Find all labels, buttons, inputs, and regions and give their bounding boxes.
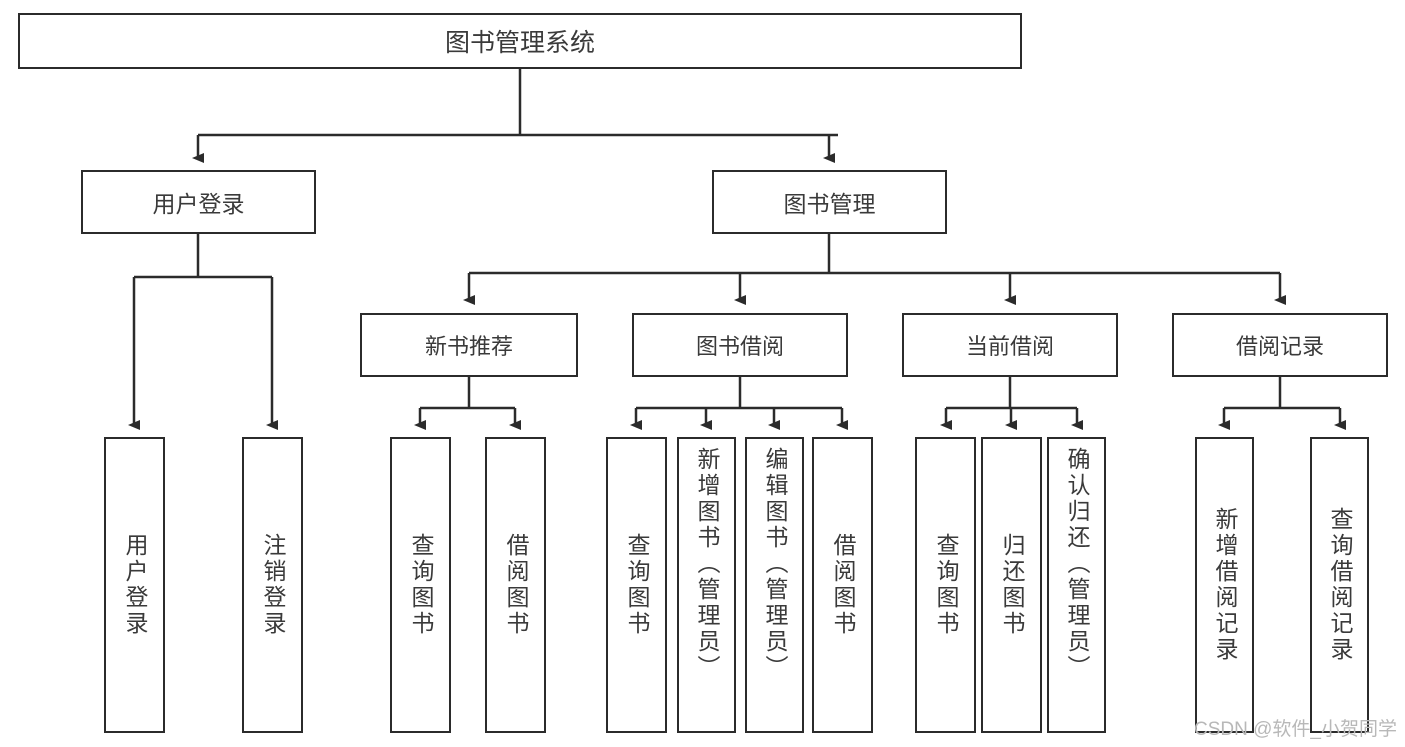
leaf-label: 查询图书 — [408, 533, 434, 637]
leaf-label: 确认归还（管理员） — [1064, 447, 1090, 681]
node-new-book-recommend[interactable]: 新书推荐 — [360, 313, 578, 377]
leaf-label: 新增图书（管理员） — [694, 447, 720, 681]
node-label: 图书管理 — [783, 191, 876, 217]
csdn-watermark: CSDN @软件_小贺同学 — [1194, 719, 1397, 740]
leaf-label: 借阅图书 — [830, 533, 856, 637]
leaf-new-book-query-books[interactable]: 查询图书 — [390, 437, 451, 733]
leaf-label: 查询借阅记录 — [1327, 507, 1353, 663]
leaf-label: 查询图书 — [933, 533, 959, 637]
node-borrow-record[interactable]: 借阅记录 — [1172, 313, 1388, 377]
leaf-current-borrow-return-books[interactable]: 归还图书 — [981, 437, 1042, 733]
leaf-label: 查询图书 — [624, 533, 650, 637]
leaf-user-login-signin[interactable]: 用户登录 — [104, 437, 165, 733]
leaf-book-borrow-edit-book-admin[interactable]: 编辑图书（管理员） — [745, 437, 804, 733]
leaf-book-borrow-add-book-admin[interactable]: 新增图书（管理员） — [677, 437, 736, 733]
node-label: 当前借阅 — [965, 334, 1054, 359]
leaf-label: 新增借阅记录 — [1212, 507, 1238, 663]
leaf-new-book-borrow-books[interactable]: 借阅图书 — [485, 437, 546, 733]
leaf-borrow-record-add-record[interactable]: 新增借阅记录 — [1195, 437, 1254, 733]
leaf-label: 注销登录 — [260, 533, 286, 637]
node-root-book-management-system[interactable]: 图书管理系统 — [18, 13, 1022, 69]
leaf-label: 编辑图书（管理员） — [762, 447, 788, 681]
leaf-book-borrow-query-books[interactable]: 查询图书 — [606, 437, 667, 733]
leaf-current-borrow-query-books[interactable]: 查询图书 — [915, 437, 976, 733]
leaf-book-borrow-borrow-books[interactable]: 借阅图书 — [812, 437, 873, 733]
node-current-borrow[interactable]: 当前借阅 — [902, 313, 1118, 377]
node-book-borrow[interactable]: 图书借阅 — [632, 313, 848, 377]
node-book-management[interactable]: 图书管理 — [712, 170, 947, 234]
node-label: 借阅记录 — [1235, 334, 1324, 359]
node-label: 图书管理系统 — [444, 29, 595, 57]
leaf-label: 用户登录 — [122, 533, 148, 637]
node-label: 用户登录 — [152, 191, 245, 217]
node-label: 图书借阅 — [695, 334, 784, 359]
node-user-login[interactable]: 用户登录 — [81, 170, 316, 234]
leaf-label: 归还图书 — [999, 533, 1025, 637]
leaf-user-login-signout[interactable]: 注销登录 — [242, 437, 303, 733]
leaf-current-borrow-confirm-return-admin[interactable]: 确认归还（管理员） — [1047, 437, 1106, 733]
node-label: 新书推荐 — [424, 334, 513, 359]
leaf-label: 借阅图书 — [503, 533, 529, 637]
leaf-borrow-record-query-record[interactable]: 查询借阅记录 — [1310, 437, 1369, 733]
